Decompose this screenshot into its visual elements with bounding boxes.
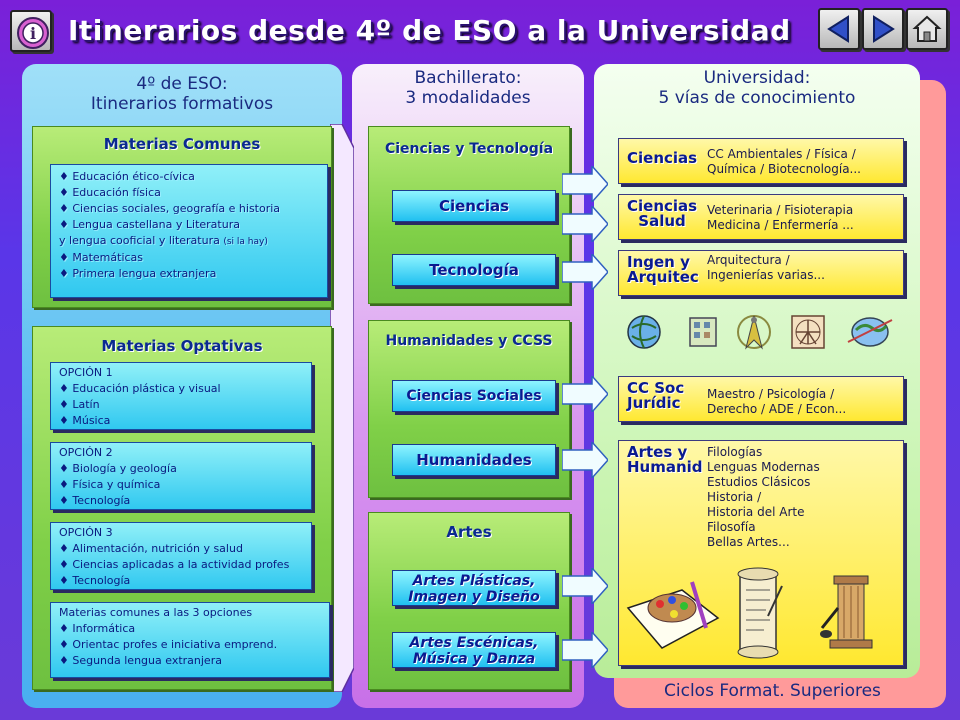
artes-plasticas-button[interactable]: Artes Plásticas,Imagen y Diseño	[392, 570, 556, 606]
univ-desc: Arquitectura /Ingenierías varias...	[707, 253, 825, 282]
opcion-title: Materias comunes a las 3 opciones	[59, 606, 253, 619]
next-button[interactable]	[862, 8, 904, 50]
building-icon	[689, 317, 717, 347]
list-item: ♦ Primera lengua extranjera	[59, 267, 217, 280]
univ-label: Ciencias	[627, 149, 698, 167]
scroll-icon	[737, 567, 783, 659]
tecnologia-button[interactable]: Tecnología	[392, 254, 556, 286]
eso-heading: 4º de ESO:Itinerarios formativos	[90, 74, 274, 114]
comunes-3-opciones-box: Materias comunes a las 3 opciones ♦ Info…	[50, 602, 330, 678]
home-button[interactable]	[906, 8, 948, 50]
list-item: ♦ Segunda lengua extranjera	[59, 654, 222, 667]
compass-icon	[737, 315, 771, 350]
globe-icon	[627, 315, 661, 349]
list-item: ♦ Orientac profes e iniciativa emprend.	[59, 638, 278, 651]
arrow-right-icon	[562, 632, 608, 668]
arrow-right-icon	[562, 442, 608, 478]
artes-escenicas-button[interactable]: Artes Escénicas,Música y Danza	[392, 632, 556, 668]
vitruvian-icon	[791, 315, 825, 349]
list-item: ♦ Tecnología	[59, 494, 131, 507]
univ-desc: CC Ambientales / Física /Química / Biote…	[707, 147, 861, 176]
ciencias-button[interactable]: Ciencias	[392, 190, 556, 222]
column-icon	[820, 575, 873, 649]
list-item: ♦ Tecnología	[59, 574, 131, 587]
list-item: ♦ Educación plástica y visual	[59, 382, 221, 395]
opcion-3-box: OPCIÓN 3 ♦ Alimentación, nutrición y sal…	[50, 522, 312, 590]
list-item: ♦ Ciencias sociales, geografía e histori…	[59, 202, 281, 215]
opcion-title: OPCIÓN 3	[59, 526, 113, 539]
artes-title: Artes	[446, 523, 492, 541]
list-item: ♦ Educación ético-cívica	[59, 170, 195, 183]
flow-arrow-band	[330, 124, 354, 692]
materias-comunes-list: ♦ Educación ético-cívica ♦ Educación fís…	[50, 164, 328, 298]
opcion-1-box: OPCIÓN 1 ♦ Educación plástica y visual ♦…	[50, 362, 312, 430]
previous-icon	[827, 15, 849, 43]
opcion-title: OPCIÓN 1	[59, 366, 113, 379]
opcion-title: OPCIÓN 2	[59, 446, 113, 459]
univ-ciencias-card[interactable]: Ciencias CC Ambientales / Física /Químic…	[618, 138, 904, 184]
arrow-right-icon	[562, 206, 608, 242]
humanidades-ccss-title: Humanidades y CCSS	[385, 333, 553, 349]
arrow-right-icon	[562, 166, 608, 202]
next-icon	[873, 15, 895, 43]
arrow-right-icon	[562, 376, 608, 412]
materias-comunes-title: Materias Comunes	[103, 135, 261, 153]
ciencias-sociales-button[interactable]: Ciencias Sociales	[392, 380, 556, 412]
page-title: Itinerarios desde 4º de ESO a la Univers…	[68, 14, 791, 47]
world-icon	[847, 317, 893, 347]
list-item: ♦ Educación física	[59, 186, 161, 199]
univ-desc: Maestro / Psicología /Derecho / ADE / Ec…	[707, 387, 847, 416]
universidad-heading: Universidad:5 vías de conocimiento	[658, 68, 856, 108]
ciencias-tecnologia-title: Ciencias y Tecnología	[384, 141, 554, 157]
list-item: ♦ Biología y geología	[59, 462, 177, 475]
list-item: ♦ Latín	[59, 398, 100, 411]
palette-icon	[626, 581, 720, 649]
list-item: ♦ Alimentación, nutrición y salud	[59, 542, 243, 555]
arrow-right-icon	[562, 254, 608, 290]
humanidades-button[interactable]: Humanidades	[392, 444, 556, 476]
home-icon	[912, 15, 942, 42]
list-item: ♦ Música	[59, 414, 111, 427]
list-item: ♦ Física y química	[59, 478, 161, 491]
svg-text:i: i	[30, 24, 36, 43]
list-item: y lengua cooficial y literatura (si la h…	[59, 234, 268, 247]
ciclos-label: Ciclos Format. Superiores	[664, 681, 881, 701]
previous-button[interactable]	[818, 8, 860, 50]
list-item: ♦ Lengua castellana y Literatura	[59, 218, 240, 231]
materias-optativas-title: Materias Optativas	[101, 337, 263, 355]
list-item: ♦ Matemáticas	[59, 251, 144, 264]
bachillerato-heading: Bachillerato:3 modalidades	[405, 68, 531, 108]
info-icon: i	[17, 17, 49, 49]
opcion-2-box: OPCIÓN 2 ♦ Biología y geología ♦ Física …	[50, 442, 312, 510]
arrow-right-icon	[562, 568, 608, 604]
list-item: ♦ Informática	[59, 622, 136, 635]
list-item: ♦ Ciencias aplicadas a la actividad prof…	[59, 558, 290, 571]
info-button[interactable]: i	[10, 10, 52, 52]
